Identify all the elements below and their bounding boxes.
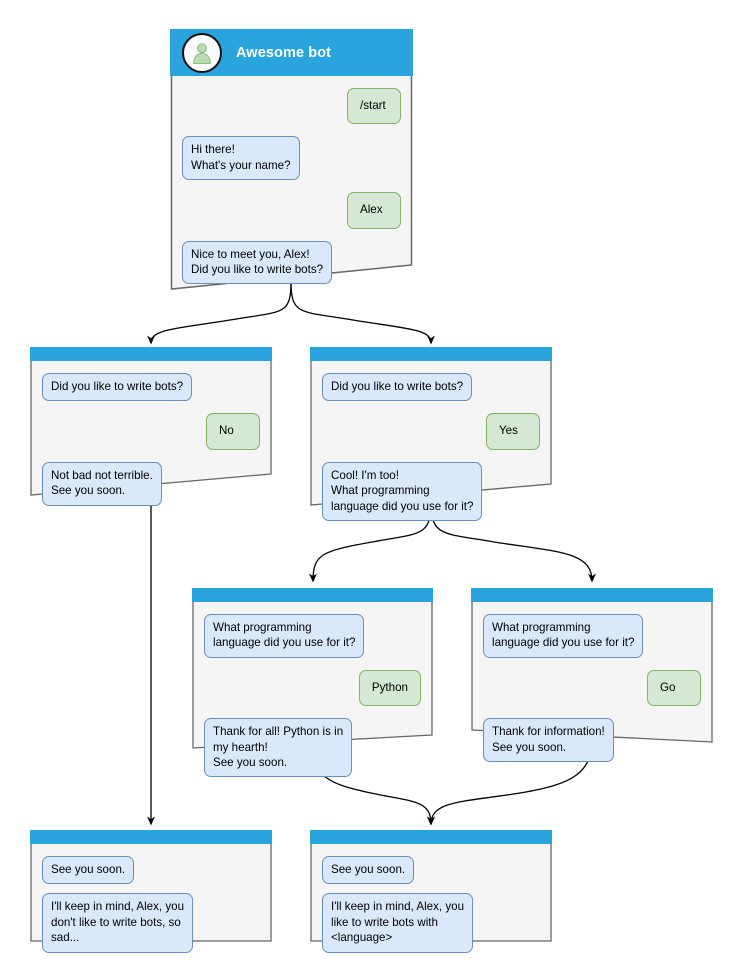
chat-bubble-bot: Thank for all! Python is in my hearth! S… [204, 718, 353, 778]
chat-bubble-bot: I'll keep in mind, Alex, you don't like … [42, 893, 194, 953]
chat-bubble-bot: Did you like to write bots? [42, 373, 193, 402]
chat-thread-lang-python: What programming language did you use fo… [192, 602, 433, 791]
chat-bubble-bot: See you soon. [42, 856, 135, 885]
chat-bubble-bot: Hi there! What's your name? [182, 136, 300, 181]
chat-thread-end-happy: See you soon. I'll keep in mind, Alex, y… [310, 844, 552, 967]
card-lang-go[interactable]: What programming language did you use fo… [471, 588, 713, 763]
card-header-bar [30, 347, 272, 361]
chat-bubble-user: Yes [486, 413, 540, 450]
chat-bubble-user: Alex [347, 192, 401, 229]
chat-bubble-bot: See you soon. [322, 856, 415, 885]
user-avatar-icon [182, 32, 222, 73]
card-lang-python[interactable]: What programming language did you use fo… [192, 588, 433, 778]
chat-thread-answer-no: Did you like to write bots? No Not bad n… [30, 361, 272, 520]
chat-bubble-bot: Cool! I'm too! What programming language… [322, 461, 483, 522]
chat-thread-answer-yes: Did you like to write bots? Yes Cool! I'… [310, 361, 552, 535]
chat-thread-lang-go: What programming language did you use fo… [471, 602, 713, 776]
card-answer-no[interactable]: Did you like to write bots? No Not bad n… [30, 347, 272, 506]
card-end-happy[interactable]: See you soon. I'll keep in mind, Alex, y… [310, 830, 552, 953]
chat-thread-start: /start Hi there! What's your name? Alex … [170, 76, 413, 298]
card-header-bar [310, 347, 552, 361]
chat-bubble-bot: Not bad not terrible. See you soon. [42, 461, 162, 506]
chat-bubble-user: No [206, 413, 260, 450]
card-header-bar [471, 588, 713, 602]
chat-bubble-user: Python [358, 669, 421, 707]
chat-bubble-bot: Nice to meet you, Alex! Did you like to … [182, 240, 333, 285]
chat-bubble-bot: What programming language did you use fo… [483, 614, 644, 658]
chat-bubble-user: Go [647, 669, 701, 707]
chat-bubble-bot: Thank for information! See you soon. [483, 718, 614, 763]
chat-bubble-user: /start [347, 88, 401, 125]
card-header-bar [310, 830, 552, 844]
chat-bubble-bot: Did you like to write bots? [322, 373, 473, 402]
card-header-bar [30, 830, 272, 844]
chat-bubble-bot: I'll keep in mind, Alex, you like to wri… [322, 893, 474, 953]
card-answer-yes[interactable]: Did you like to write bots? Yes Cool! I'… [310, 347, 552, 522]
bot-title: Awesome bot [236, 44, 332, 61]
chat-thread-end-sad: See you soon. I'll keep in mind, Alex, y… [30, 844, 272, 967]
card-end-sad[interactable]: See you soon. I'll keep in mind, Alex, y… [30, 830, 272, 953]
card-header-start: Awesome bot [170, 29, 413, 76]
chat-bubble-bot: What programming language did you use fo… [204, 614, 365, 658]
card-header-bar [192, 588, 433, 602]
card-start[interactable]: Awesome bot /start Hi there! What's your… [170, 29, 413, 291]
